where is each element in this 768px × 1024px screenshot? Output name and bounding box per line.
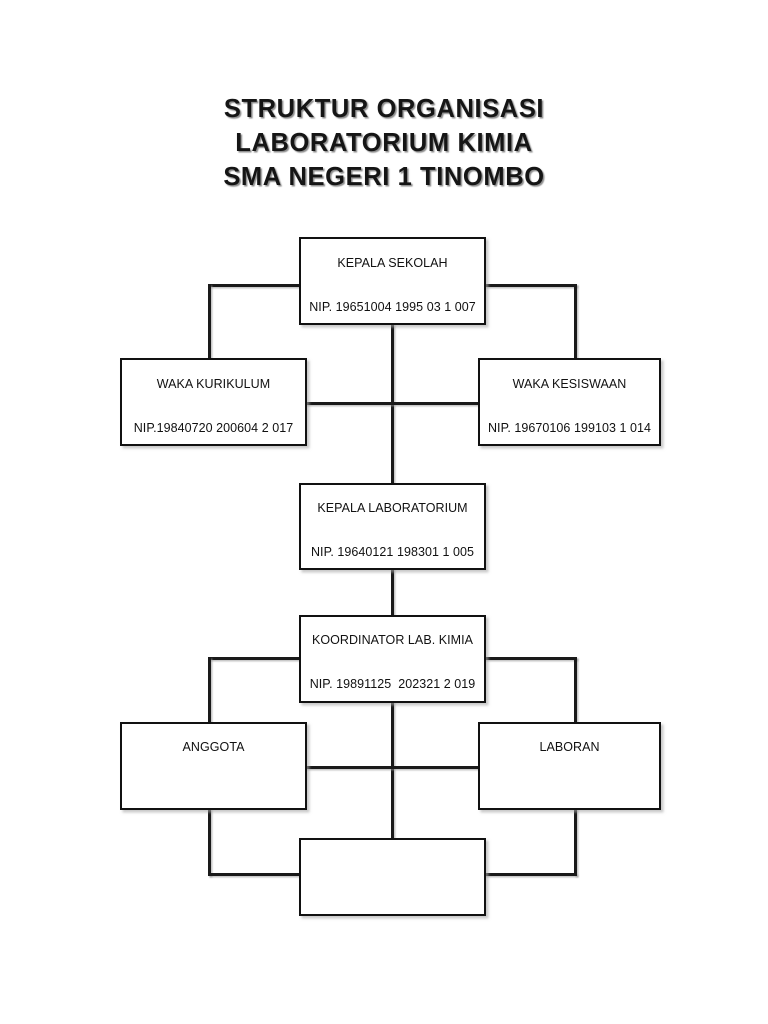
node-koordinator-lab-kimia[interactable]: KOORDINATOR LAB. KIMIA NIP. 19891125 202… — [299, 615, 486, 703]
node-kepala-sekolah[interactable]: KEPALA SEKOLAH NIP. 19651004 1995 03 1 0… — [299, 237, 486, 325]
title-line-2: LABORATORIUM KIMIA — [235, 129, 533, 157]
connector-waka-crossbar — [305, 402, 480, 405]
node-kepala-sekolah-title: KEPALA SEKOLAH — [337, 256, 448, 270]
node-waka-kurikulum-title: WAKA KURIKULUM — [156, 377, 271, 391]
connector-laboran-to-unlabeled-vertical — [574, 808, 577, 876]
connector-koordinator-to-anggota-horizontal — [209, 657, 301, 660]
connector-anggota-to-unlabeled-horizontal — [208, 873, 303, 876]
connector-anggota-laboran-crossbar — [305, 766, 480, 769]
connector-laboran-to-unlabeled-horizontal — [482, 873, 577, 876]
node-waka-kesiswaan[interactable]: WAKA KESISWAAN NIP. 19670106 199103 1 01… — [478, 358, 661, 446]
node-kepala-laboratorium-title: KEPALA LABORATORIUM — [317, 501, 468, 515]
node-anggota[interactable]: ANGGOTA — [120, 722, 307, 810]
node-unlabeled[interactable] — [299, 838, 486, 916]
node-waka-kurikulum-nip: NIP.19840720 200604 2 017 — [133, 421, 294, 435]
connector-anggota-to-unlabeled-vertical — [208, 808, 211, 876]
node-kepala-laboratorium[interactable]: KEPALA LABORATORIUM NIP. 19640121 198301… — [299, 483, 486, 570]
connector-koordinator-to-anggota-vertical — [208, 657, 211, 724]
node-koordinator-lab-kimia-nip: NIP. 19891125 202321 2 019 — [309, 677, 476, 691]
connector-kepala-lab-to-koordinator-vertical — [391, 568, 394, 617]
node-koordinator-lab-kimia-title: KOORDINATOR LAB. KIMIA — [311, 633, 474, 647]
node-laboran-title: LABORAN — [539, 740, 600, 754]
node-laboran[interactable]: LABORAN — [478, 722, 661, 810]
connector-koordinator-to-laboran-vertical — [574, 657, 577, 724]
chart-title: STRUKTUR ORGANISASI LABORATORIUM KIMIA S… — [0, 92, 768, 194]
connector-kepala-to-kurikulum-horizontal — [209, 284, 301, 287]
connector-koordinator-to-unlabeled-vertical — [391, 701, 394, 840]
node-kepala-sekolah-nip: NIP. 19651004 1995 03 1 007 — [309, 300, 476, 314]
node-waka-kurikulum[interactable]: WAKA KURIKULUM NIP.19840720 200604 2 017 — [120, 358, 307, 446]
connector-kepala-to-kurikulum-vertical — [208, 284, 211, 360]
node-waka-kesiswaan-title: WAKA KESISWAAN — [512, 377, 627, 391]
connector-kepala-to-kesiswaan-horizontal — [484, 284, 577, 287]
node-waka-kesiswaan-nip: NIP. 19670106 199103 1 014 — [487, 421, 652, 435]
connector-kepala-to-kesiswaan-vertical — [574, 284, 577, 360]
node-kepala-laboratorium-nip: NIP. 19640121 198301 1 005 — [310, 545, 475, 559]
node-anggota-title: ANGGOTA — [182, 740, 245, 754]
title-line-3: SMA NEGERI 1 TINOMBO — [223, 163, 545, 191]
title-line-1: STRUKTUR ORGANISASI — [223, 95, 545, 123]
connector-koordinator-to-laboran-horizontal — [484, 657, 577, 660]
